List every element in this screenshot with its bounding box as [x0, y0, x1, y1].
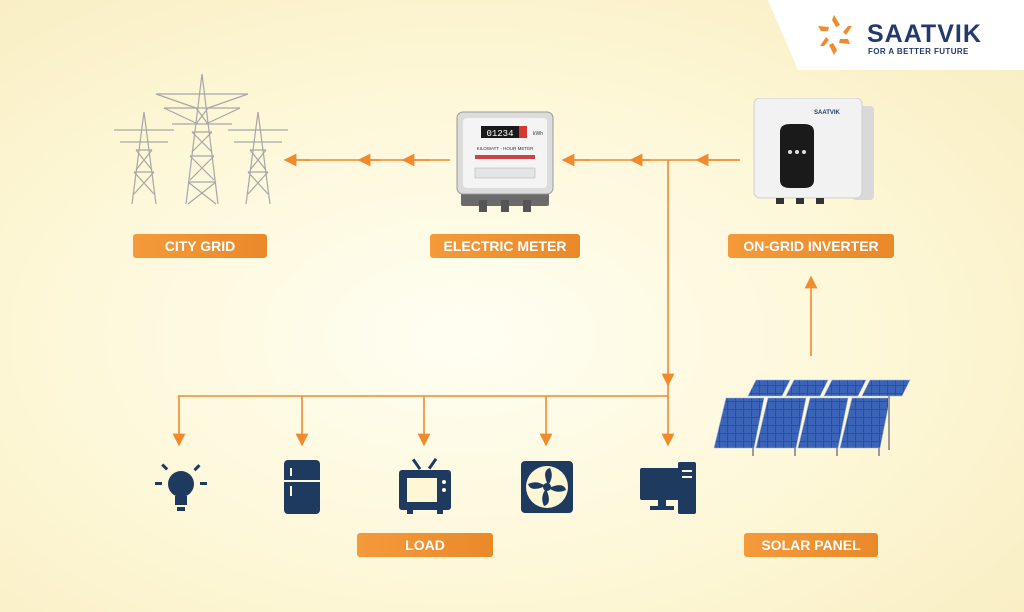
logo-backdrop: [768, 0, 1024, 70]
inverter-icon: SAATVIK: [753, 98, 874, 204]
television-icon: [399, 457, 451, 514]
label-solar-panel: SOLAR PANEL: [744, 533, 878, 557]
meter-caption: KILOWATT - HOUR METER: [477, 146, 534, 151]
electric-meter-icon: 01234 kWh KILOWATT - HOUR METER: [456, 111, 554, 212]
brand-tagline: FOR A BETTER FUTURE: [868, 47, 969, 56]
computer-icon: [640, 462, 696, 514]
transmission-tower-icon: [114, 73, 288, 205]
inverter-brand: SAATVIK: [814, 110, 841, 116]
label-city-grid: CITY GRID: [133, 234, 267, 258]
refrigerator-icon: [284, 460, 320, 514]
meter-unit: kWh: [533, 131, 543, 137]
label-load: LOAD: [357, 533, 493, 557]
label-electric-meter: ELECTRIC METER: [430, 234, 580, 258]
brand-name: SAATVIK: [867, 20, 982, 48]
fan-icon: [521, 461, 573, 513]
meter-reading: 01234: [486, 129, 513, 139]
solar-panel-icon: [713, 379, 911, 456]
saatvik-logo-icon: [818, 15, 852, 55]
light-bulb-icon: [155, 463, 207, 511]
label-on-grid-inverter: ON-GRID INVERTER: [728, 234, 894, 258]
